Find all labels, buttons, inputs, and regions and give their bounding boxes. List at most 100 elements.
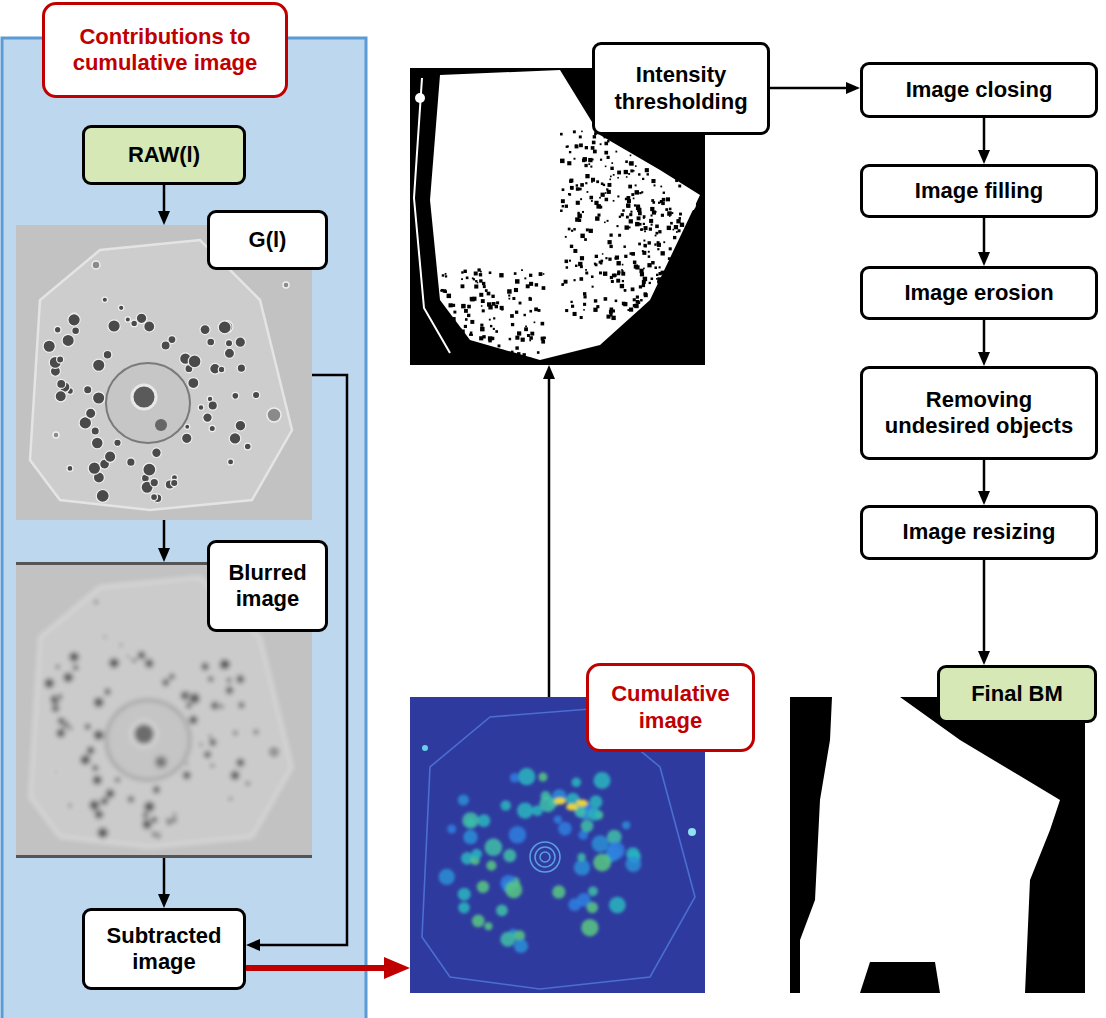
speckle — [661, 271, 665, 275]
speckle — [589, 196, 593, 200]
speckle — [573, 249, 577, 253]
speckle — [576, 201, 580, 205]
speckle — [679, 213, 682, 216]
speckle — [524, 327, 528, 331]
speckle — [643, 240, 645, 242]
speckle — [569, 260, 571, 262]
speckle — [570, 179, 574, 183]
vesicle-dot — [57, 356, 64, 363]
flow-arrow — [770, 87, 854, 90]
vesicle-dot — [151, 494, 158, 501]
speckle — [609, 234, 612, 237]
speckle — [470, 297, 474, 301]
speckle — [647, 263, 651, 267]
speckle — [526, 284, 530, 288]
signal-peak — [566, 804, 578, 811]
flow-arrow — [983, 560, 986, 659]
speckle — [596, 305, 599, 308]
signal-blob — [592, 835, 609, 852]
vesicle-dot — [161, 341, 170, 350]
speckle — [631, 252, 635, 256]
speckle — [499, 350, 503, 354]
speckle — [680, 247, 683, 250]
vesicle-dot — [228, 459, 234, 465]
speckle — [483, 285, 486, 288]
speckle — [668, 257, 671, 260]
speckle — [451, 341, 454, 344]
vesicle-dot — [131, 320, 138, 327]
speckle — [583, 303, 586, 306]
vesicle-dot — [198, 405, 204, 411]
speckle — [467, 305, 471, 309]
speckle — [528, 358, 531, 361]
speckle — [626, 176, 628, 178]
speckle — [610, 167, 613, 170]
speckle — [675, 259, 679, 263]
speckle — [579, 135, 582, 138]
speckle — [517, 352, 520, 355]
speckle — [480, 324, 483, 327]
speckle — [665, 208, 668, 211]
speckle — [543, 337, 546, 340]
speckle — [515, 311, 518, 314]
speckle — [644, 226, 648, 230]
speckle — [669, 215, 671, 217]
speckle — [470, 320, 474, 324]
speckle — [461, 284, 465, 288]
speckle — [663, 241, 665, 243]
speckle — [635, 184, 637, 186]
speckle — [609, 311, 612, 314]
speckle — [565, 309, 568, 312]
speckle — [508, 298, 510, 300]
speckle — [636, 295, 639, 298]
speckle — [529, 310, 532, 313]
signal-blob — [607, 841, 625, 859]
speckle — [582, 211, 584, 213]
label-tag: Cumulative image — [586, 663, 755, 752]
speckle — [590, 166, 592, 168]
speckle — [464, 325, 467, 328]
speckle — [654, 243, 656, 245]
signal-blob — [462, 812, 479, 829]
speckle — [599, 197, 601, 199]
speckle — [588, 158, 592, 162]
speckle — [461, 278, 463, 280]
speckle — [440, 328, 442, 330]
speckle — [679, 164, 683, 168]
speckle — [659, 266, 661, 268]
speckle — [624, 255, 627, 258]
speckle — [455, 349, 458, 352]
speckle — [651, 277, 654, 280]
speckle — [669, 292, 673, 296]
speckle — [654, 295, 658, 299]
speckle — [569, 193, 571, 195]
flow-arrow — [252, 375, 347, 945]
signal-blob — [609, 897, 626, 914]
speckle — [576, 184, 578, 186]
vesicle-dot — [225, 340, 232, 347]
speckle — [529, 340, 531, 342]
speckle — [621, 270, 623, 272]
speckle — [573, 130, 576, 133]
speckle — [566, 266, 568, 268]
speckle — [487, 302, 491, 306]
signal-blob — [486, 860, 496, 870]
speckle — [597, 214, 600, 217]
speckle — [535, 283, 538, 286]
speckle — [583, 157, 587, 161]
speckle — [465, 318, 468, 321]
vesicle-dot — [103, 350, 112, 359]
speckle — [643, 223, 645, 225]
speckle — [669, 247, 672, 250]
speckle — [636, 300, 640, 304]
speckle — [461, 341, 463, 343]
speckle — [569, 151, 571, 153]
speckle — [542, 286, 546, 290]
speckle — [635, 222, 639, 226]
speckle — [585, 269, 587, 271]
speckle — [609, 245, 612, 248]
speckle — [524, 277, 526, 279]
speckle — [593, 308, 597, 312]
speckle — [671, 149, 675, 153]
image-ground — [790, 697, 1085, 993]
